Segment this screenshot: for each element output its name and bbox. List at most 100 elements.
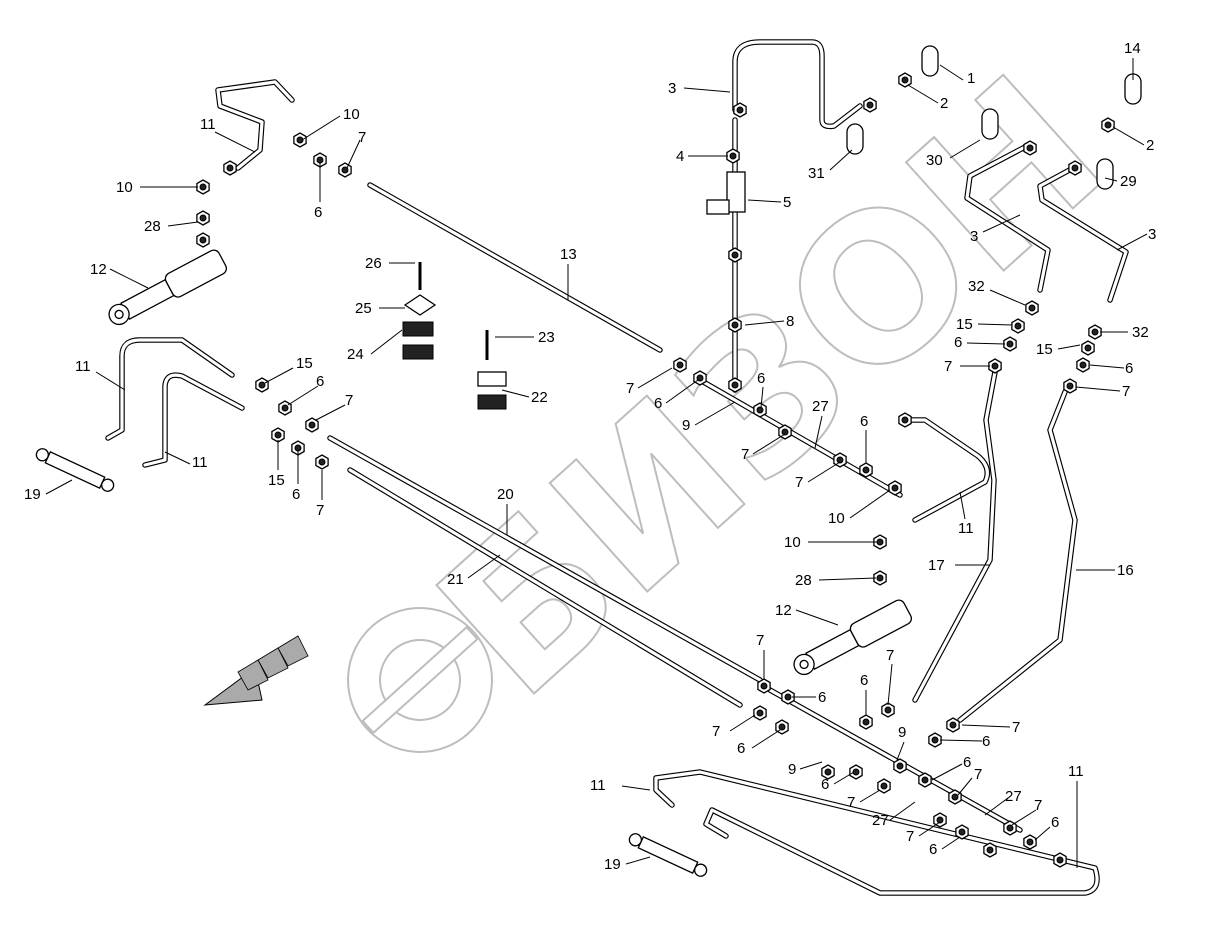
callout-number: 27 [1005, 788, 1022, 805]
leader-line [694, 401, 736, 426]
callout-number: 7 [906, 828, 914, 845]
leader-line [989, 289, 1026, 306]
leader-line [301, 115, 341, 141]
pipe-outline [957, 389, 1078, 723]
callout-number: 22 [531, 389, 548, 406]
callout-number: 30 [926, 152, 943, 169]
nut-bore [274, 431, 282, 439]
callout-number: 9 [898, 724, 906, 741]
callout-number: 6 [1051, 814, 1059, 831]
leader-line [1034, 826, 1051, 841]
hose-end [35, 448, 115, 492]
leader-line [747, 199, 782, 203]
pipe [654, 770, 1099, 895]
callout-number: 6 [1125, 360, 1133, 377]
callout-number: 15 [296, 355, 313, 372]
callout-number: 10 [343, 106, 360, 123]
callout-number: 17 [928, 557, 945, 574]
leader-line [931, 763, 963, 781]
leader-line [95, 371, 126, 391]
pipe [1038, 165, 1128, 302]
leader-line [833, 771, 855, 785]
nut-bore [891, 484, 899, 492]
pipe [733, 40, 862, 128]
leader-line [889, 801, 916, 821]
nut-bore [1056, 856, 1064, 864]
callout-number: 7 [1034, 797, 1042, 814]
leader-line [1057, 344, 1081, 350]
leader-line [818, 577, 877, 581]
nut-bore [866, 101, 874, 109]
nut-bore [901, 416, 909, 424]
leader-line [683, 87, 731, 93]
callout-number: 32 [968, 278, 985, 295]
nut-bore [862, 718, 870, 726]
pipe-outline [142, 372, 245, 468]
callout-number: 10 [116, 179, 133, 196]
pipe [348, 468, 742, 707]
callout-number: 7 [1122, 383, 1130, 400]
nut-bore [318, 458, 326, 466]
pipe [965, 145, 1050, 292]
leader-line [849, 489, 891, 519]
callout-number: 28 [144, 218, 161, 235]
callout-number: 7 [847, 794, 855, 811]
nut-bore [1071, 164, 1079, 172]
nut-bore [991, 362, 999, 370]
pipes [105, 39, 1129, 896]
callout-number: 6 [292, 486, 300, 503]
nut-bore [862, 466, 870, 474]
watermark-text: БИЗОН [397, 33, 1147, 741]
nut-bore [921, 776, 929, 784]
callout-number: 26 [365, 255, 382, 272]
leader-line [939, 64, 964, 81]
nut-bore [901, 76, 909, 84]
nut-bore [896, 762, 904, 770]
nut-bore [1006, 340, 1014, 348]
callout-number: 6 [982, 733, 990, 750]
callout-number: 31 [808, 165, 825, 182]
callout-number: 7 [316, 502, 324, 519]
callout-number: 8 [786, 313, 794, 330]
dust-cap [981, 108, 999, 140]
leader-line [799, 761, 823, 770]
nut-bore [824, 768, 832, 776]
pipe [216, 80, 294, 170]
callout-number: 6 [954, 334, 962, 351]
nut-bore [731, 321, 739, 329]
nut-bore [951, 793, 959, 801]
pipe [913, 370, 997, 702]
nut-bore [729, 152, 737, 160]
callout-number: 6 [737, 740, 745, 757]
nut-bore [760, 682, 768, 690]
callout-number: 12 [90, 261, 107, 278]
callout-number: 6 [860, 413, 868, 430]
leader-line [1011, 809, 1037, 826]
hydraulic-cylinder [793, 599, 913, 676]
leader-line [744, 320, 785, 326]
leader-line [214, 131, 256, 153]
leader-line [859, 789, 881, 803]
clamp-bracket [477, 394, 507, 410]
callout-number: 4 [676, 148, 684, 165]
callout-number: 11 [192, 454, 208, 471]
callout-number: 11 [1068, 763, 1084, 780]
valve-port [706, 199, 730, 215]
leader-line [961, 724, 1011, 728]
pipe [143, 373, 244, 467]
callout-number: 10 [784, 534, 801, 551]
callout-number: 7 [358, 129, 366, 146]
callout-number: 7 [1012, 719, 1020, 736]
pipe-outline [105, 337, 235, 441]
leader-line [896, 741, 905, 761]
nut-bore [876, 574, 884, 582]
callout-number: 3 [970, 228, 978, 245]
callout-number: 14 [1124, 40, 1141, 57]
nut-bore [936, 816, 944, 824]
callout-number: 3 [668, 80, 676, 97]
nut-bore [958, 828, 966, 836]
nut-bore [884, 706, 892, 714]
callout-number: 6 [860, 672, 868, 689]
callout-number: 3 [1148, 226, 1156, 243]
